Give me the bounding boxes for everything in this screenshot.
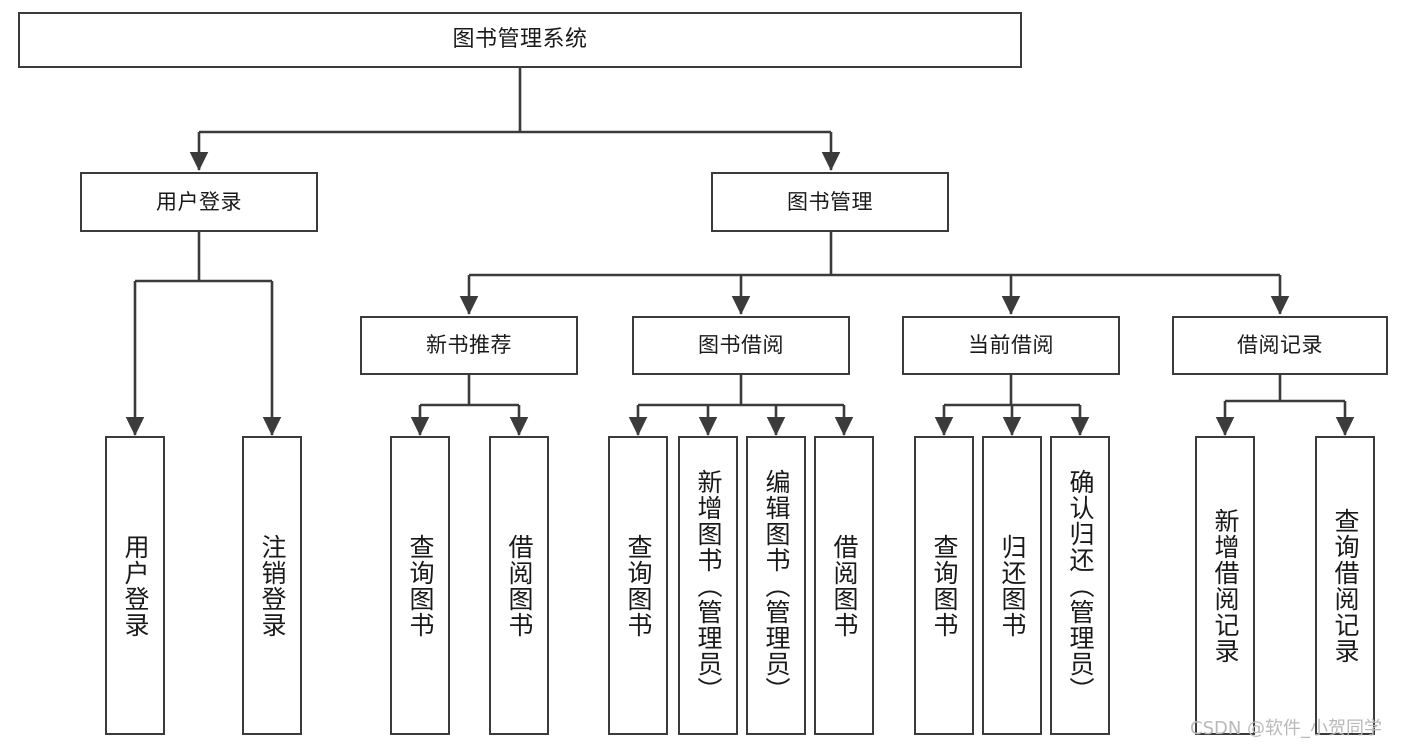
node-user-login-label: 用户登录 [156, 189, 242, 214]
node-leaf-borrow-book-1[interactable]: 借阅图书 [489, 436, 549, 735]
node-leaf-query-record-label: 查询借阅记录 [1331, 507, 1360, 664]
node-leaf-add-book-label: 新增图书（管理员） [694, 468, 723, 703]
node-leaf-query-book-1-label: 查询图书 [406, 533, 435, 638]
node-leaf-query-book-2[interactable]: 查询图书 [608, 436, 668, 735]
csdn-watermark: CSDN @软件_小贺同学 [1190, 718, 1383, 739]
node-root-label: 图书管理系统 [452, 27, 588, 52]
node-user-login[interactable]: 用户登录 [80, 172, 318, 232]
node-borrow-record[interactable]: 借阅记录 [1172, 316, 1388, 375]
node-leaf-return-book[interactable]: 归还图书 [982, 436, 1042, 735]
node-leaf-confirm-return[interactable]: 确认归还（管理员） [1050, 436, 1110, 735]
node-leaf-borrow-book-2[interactable]: 借阅图书 [814, 436, 874, 735]
node-leaf-return-book-label: 归还图书 [998, 533, 1027, 638]
node-leaf-edit-book[interactable]: 编辑图书（管理员） [746, 436, 806, 735]
node-leaf-borrow-book-1-label: 借阅图书 [505, 533, 534, 638]
node-leaf-add-record-label: 新增借阅记录 [1211, 507, 1240, 664]
node-current-borrow[interactable]: 当前借阅 [902, 316, 1120, 375]
node-book-borrow-label: 图书借阅 [698, 333, 784, 357]
node-leaf-query-book-2-label: 查询图书 [624, 533, 653, 638]
node-leaf-add-record[interactable]: 新增借阅记录 [1195, 436, 1255, 735]
node-leaf-borrow-book-2-label: 借阅图书 [830, 533, 859, 638]
node-book-borrow[interactable]: 图书借阅 [632, 316, 850, 375]
node-leaf-query-record[interactable]: 查询借阅记录 [1315, 436, 1375, 735]
node-book-mgmt[interactable]: 图书管理 [711, 172, 949, 232]
node-current-borrow-label: 当前借阅 [968, 333, 1054, 357]
node-leaf-query-book-3[interactable]: 查询图书 [914, 436, 974, 735]
node-root[interactable]: 图书管理系统 [18, 12, 1022, 68]
node-leaf-confirm-return-label: 确认归还（管理员） [1066, 468, 1095, 703]
node-leaf-user-login-label: 用户登录 [121, 533, 150, 638]
node-leaf-logout-label: 注销登录 [258, 533, 287, 638]
node-leaf-user-login[interactable]: 用户登录 [105, 436, 165, 735]
node-new-book-rec-label: 新书推荐 [426, 333, 512, 357]
node-leaf-add-book[interactable]: 新增图书（管理员） [678, 436, 738, 735]
node-leaf-query-book-3-label: 查询图书 [930, 533, 959, 638]
node-leaf-query-book-1[interactable]: 查询图书 [390, 436, 450, 735]
node-borrow-record-label: 借阅记录 [1237, 333, 1323, 357]
node-book-mgmt-label: 图书管理 [787, 189, 873, 214]
node-new-book-rec[interactable]: 新书推荐 [360, 316, 578, 375]
node-leaf-edit-book-label: 编辑图书（管理员） [762, 468, 791, 703]
node-leaf-logout[interactable]: 注销登录 [242, 436, 302, 735]
